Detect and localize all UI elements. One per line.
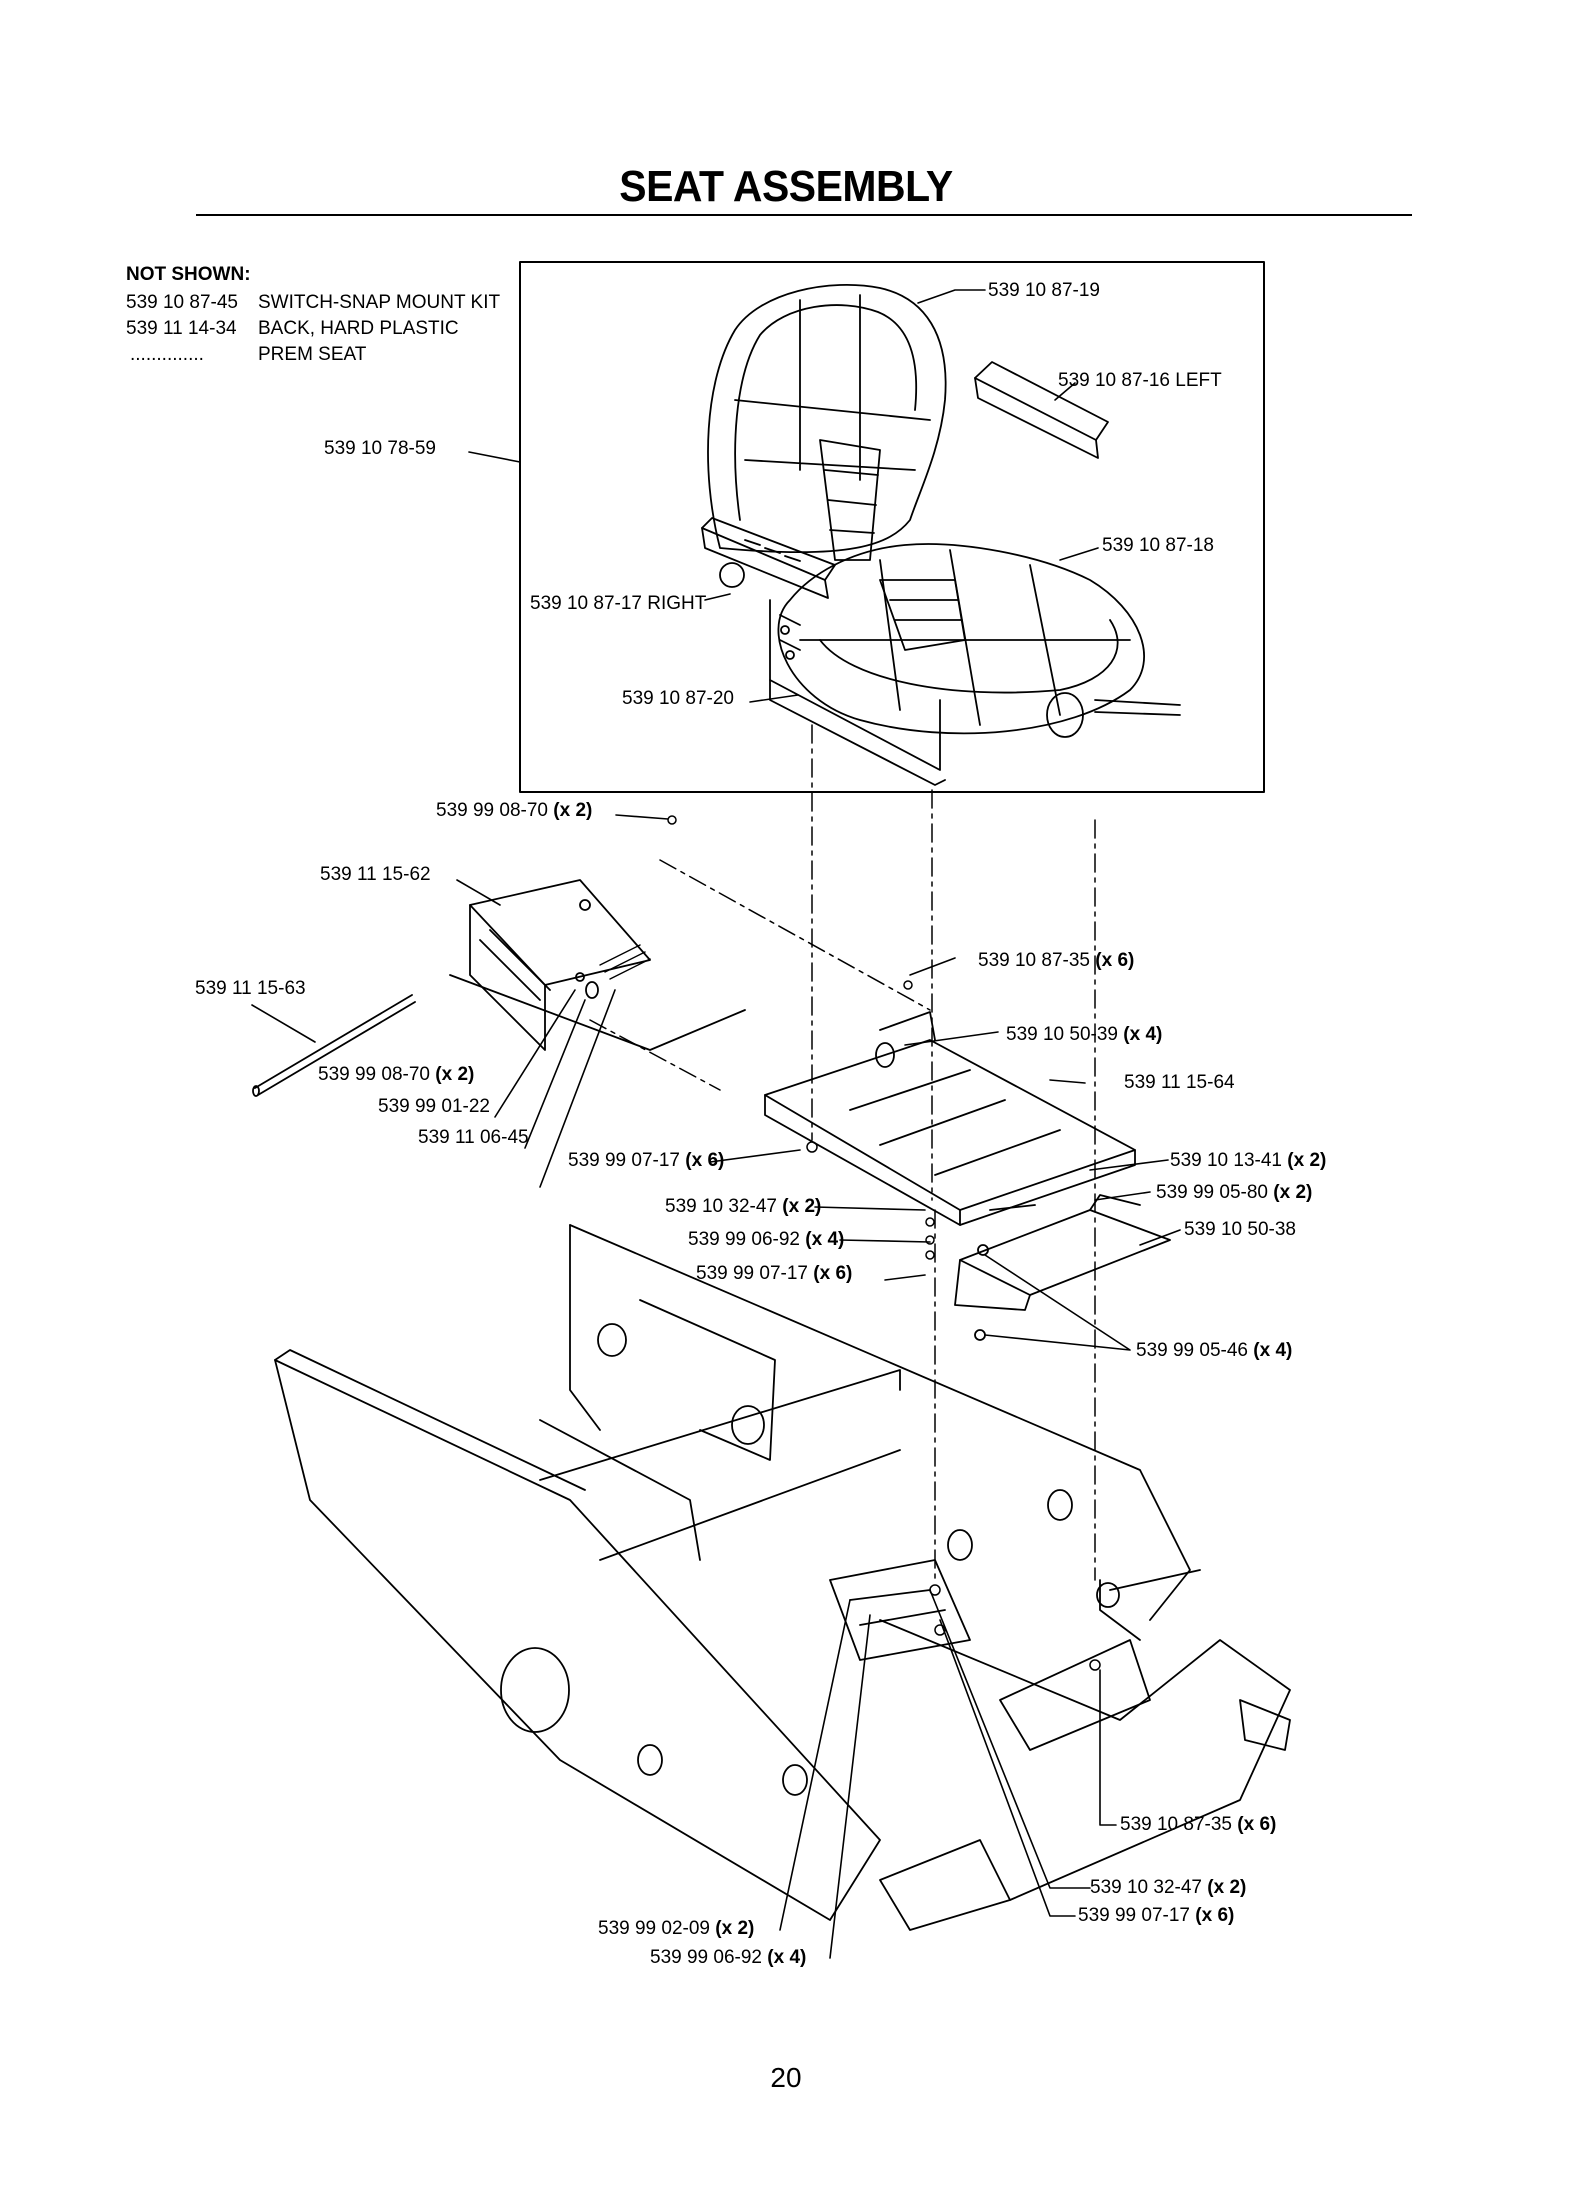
callout-qty: (x 2) [1207,1877,1247,1898]
callout-label: 539 99 05-80 (x 2) [1156,1182,1312,1204]
callout-part: 539 99 08-70 [436,800,548,821]
not-shown-desc: PREM SEAT [258,344,367,365]
callout-label: 539 10 87-18 [1102,535,1214,557]
callout-leaders [251,814,1181,1959]
callout-label: 539 11 06-45 [418,1127,529,1149]
callout-label: 539 99 06-92 (x 4) [650,1947,806,1969]
callout-part: 539 10 87-35 [978,950,1090,971]
side-bracket [954,1194,1171,1341]
callout-label: 539 99 08-70 (x 2) [318,1064,474,1086]
seat-drawing [701,284,1181,786]
leader-lines [468,289,1099,703]
seat-bracket [449,879,746,1051]
callout-part: 539 10 87-18 [1102,535,1214,556]
callout-qty: (x 6) [685,1150,725,1171]
callout-part: 539 10 87-17 RIGHT [530,593,707,614]
callout-part: 539 10 13-41 [1170,1150,1282,1171]
callout-part: 539 99 06-92 [688,1229,800,1250]
callout-part: 539 99 05-46 [1136,1340,1248,1361]
callout-qty: (x 4) [767,1947,807,1968]
callout-part: 539 10 87-20 [622,688,734,709]
not-shown-item: 539 11 14-34 BACK, HARD PLASTIC [126,316,459,342]
callout-part: 539 99 07-17 [1078,1905,1190,1926]
callout-qty: (x 2) [1287,1150,1327,1171]
callout-label: 539 10 87-17 RIGHT [530,593,706,615]
callout-qty: (x 2) [782,1196,822,1217]
callout-part: 539 10 87-35 [1120,1814,1232,1835]
callout-qty: (x 2) [715,1918,755,1939]
callout-qty: (x 2) [435,1064,475,1085]
callout-part: 539 99 07-17 [568,1150,680,1171]
callout-part: 539 99 06-92 [650,1947,762,1968]
not-shown-desc: SWITCH-SNAP MOUNT KIT [258,292,501,313]
title-rule [196,214,1412,216]
callout-label: 539 10 87-19 [988,280,1100,302]
callout-part: 539 11 15-64 [1124,1072,1235,1093]
callout-label: 539 10 32-47 (x 2) [1090,1877,1246,1899]
callout-part: 539 99 02-09 [598,1918,710,1939]
callout-label: 539 99 07-17 (x 6) [696,1263,852,1285]
callout-label: 539 99 07-17 (x 6) [568,1150,724,1172]
seat-mount-frame [764,1011,1136,1226]
callout-part: 539 11 15-62 [320,864,431,885]
callout-label: 539 10 87-35 (x 6) [1120,1814,1276,1836]
callout-part: 539 10 50-38 [1184,1219,1296,1240]
callout-label: 539 10 50-38 [1184,1219,1296,1241]
page-number: 20 [770,2062,802,2093]
callout-qty: (x 2) [1273,1182,1313,1203]
callout-label: 539 10 32-47 (x 2) [665,1196,821,1218]
callout-part: 539 99 08-70 [318,1064,430,1085]
callout-part: 539 10 87-16 LEFT [1058,370,1222,391]
callout-part: 539 99 01-22 [378,1096,490,1117]
callout-label: 539 99 06-92 (x 4) [688,1229,844,1251]
callout-qty: (x 6) [1195,1905,1235,1926]
callout-part: 539 10 50-39 [1006,1024,1118,1045]
callout-part: 539 10 32-47 [1090,1877,1202,1898]
chassis-frame [274,1224,1291,1931]
not-shown-desc: BACK, HARD PLASTIC [258,318,459,339]
callout-part: 539 10 87-19 [988,280,1100,301]
callout-part: 539 10 78-59 [324,438,436,459]
callout-qty: (x 4) [1123,1024,1163,1045]
not-shown-part: 539 11 14-34 [126,318,237,339]
callout-label: 539 99 05-46 (x 4) [1136,1340,1292,1362]
callout-label: 539 10 78-59 [324,438,436,460]
not-shown-item: 539 10 87-45 SWITCH-SNAP MOUNT KIT [126,290,500,316]
callout-part: 539 99 07-17 [696,1263,808,1284]
callout-label: 539 99 02-09 (x 2) [598,1918,754,1940]
callout-label: 539 10 87-35 (x 6) [978,950,1134,972]
not-shown-part: .............. [130,344,204,365]
callout-part: 539 11 06-45 [418,1127,529,1148]
callout-qty: (x 6) [1095,950,1135,971]
callout-label: 539 99 01-22 [378,1096,490,1118]
callout-qty: (x 2) [553,800,593,821]
callout-label: 539 10 13-41 (x 2) [1170,1150,1326,1172]
callout-label: 539 99 08-70 (x 2) [436,800,592,822]
not-shown-item: .............. PREM SEAT [126,342,366,368]
page-title: SEAT ASSEMBLY [619,162,953,211]
callout-label: 539 11 15-64 [1124,1072,1235,1094]
callout-qty: (x 4) [805,1229,845,1250]
callout-part: 539 11 15-63 [195,978,306,999]
callout-qty: (x 4) [1253,1340,1293,1361]
callout-label: 539 10 87-20 [622,688,734,710]
pivot-rod [252,994,416,1097]
callout-qty: (x 6) [813,1263,853,1284]
callout-label: 539 10 50-39 (x 4) [1006,1024,1162,1046]
callout-part: 539 10 32-47 [665,1196,777,1217]
callout-qty: (x 6) [1237,1814,1277,1835]
not-shown-part: 539 10 87-45 [126,292,238,313]
callout-label: 539 99 07-17 (x 6) [1078,1905,1234,1927]
not-shown-heading: NOT SHOWN: [126,264,251,285]
callout-label: 539 11 15-63 [195,978,306,1000]
callout-label: 539 10 87-16 LEFT [1058,370,1222,392]
callout-part: 539 99 05-80 [1156,1182,1268,1203]
seat-inset-frame [519,261,1265,793]
hardware-parts [667,815,1101,1671]
callout-label: 539 11 15-62 [320,864,431,886]
